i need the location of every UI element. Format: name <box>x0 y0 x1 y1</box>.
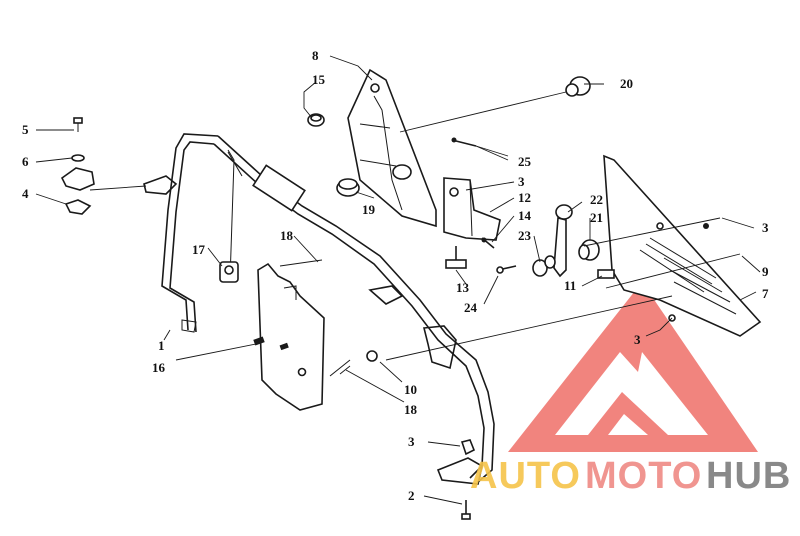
callout-3-panel: 3 <box>634 332 641 347</box>
callout-3-upper: 3 <box>518 174 525 189</box>
bushing-part <box>399 76 591 133</box>
watermark-moto: MOTO <box>585 455 702 497</box>
callout-15: 15 <box>312 72 326 87</box>
callout-3-lower: 3 <box>408 434 415 449</box>
pin-part <box>451 137 509 157</box>
callout-14: 14 <box>518 208 532 223</box>
callout-leaders <box>35 55 761 505</box>
callout-6: 6 <box>22 154 29 169</box>
callout-12: 12 <box>518 190 531 205</box>
watermark-text: AUTO MOTO HUB <box>470 455 791 497</box>
knob-part <box>307 113 325 127</box>
bolt-washer-bracket <box>60 117 147 215</box>
callout-labels: 8 15 20 25 5 6 4 3 12 14 22 21 23 3 9 7 … <box>22 48 769 503</box>
callout-25: 25 <box>518 154 532 169</box>
spring-pin-part <box>481 237 495 249</box>
right-side-panel <box>583 154 762 337</box>
assembly-lines <box>279 259 673 377</box>
grommet-part <box>336 178 360 197</box>
bolt-part <box>445 246 467 269</box>
callout-18-upper: 18 <box>280 228 294 243</box>
frame-tube <box>143 133 495 485</box>
callout-18-lower: 18 <box>404 402 418 417</box>
callout-23: 23 <box>518 228 532 243</box>
callout-24: 24 <box>464 300 478 315</box>
callout-3-right: 3 <box>762 220 769 235</box>
callout-7: 7 <box>762 286 769 301</box>
bottom-hardware <box>366 350 476 520</box>
callout-10: 10 <box>404 382 417 397</box>
callout-9: 9 <box>762 264 769 279</box>
callout-1: 1 <box>158 338 165 353</box>
callout-19: 19 <box>362 202 376 217</box>
mount-bracket <box>443 177 501 241</box>
watermark-auto: AUTO <box>470 455 581 497</box>
callout-16: 16 <box>152 360 166 375</box>
watermark-logo <box>508 282 758 452</box>
callout-8: 8 <box>312 48 319 63</box>
callout-21: 21 <box>590 210 603 225</box>
callout-4: 4 <box>22 186 29 201</box>
callout-11: 11 <box>564 278 576 293</box>
lever-assembly <box>496 204 600 278</box>
callout-5: 5 <box>22 122 29 137</box>
callout-2: 2 <box>408 488 415 503</box>
callout-17: 17 <box>192 242 206 257</box>
callout-20: 20 <box>620 76 633 91</box>
upper-side-plate <box>347 68 437 228</box>
callout-22: 22 <box>590 192 603 207</box>
clamp-part <box>219 261 239 283</box>
watermark-hub: HUB <box>706 455 791 497</box>
callout-13: 13 <box>456 280 470 295</box>
bracket-plate <box>253 262 325 411</box>
